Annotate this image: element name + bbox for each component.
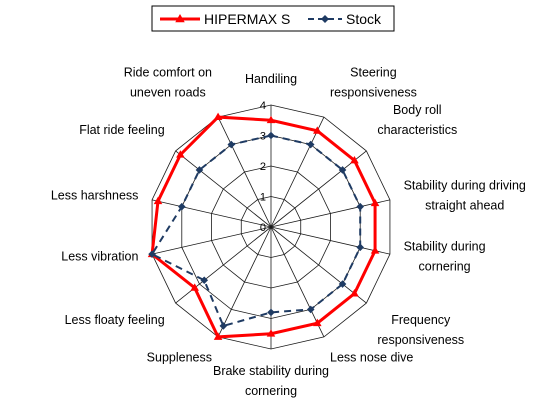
- data-point: [306, 305, 315, 314]
- radial-tick-labels: 0 1 2 3 4: [260, 100, 266, 234]
- grid-spoke: [270, 226, 367, 304]
- data-point: [148, 250, 156, 258]
- tick-label: 2: [260, 161, 266, 173]
- data-point: [195, 166, 204, 174]
- legend-marker-1: [175, 14, 185, 23]
- data-point: [338, 166, 347, 174]
- category-label: cornering: [245, 384, 297, 398]
- series-1: [147, 112, 380, 340]
- legend-label-1: HIPERMAX S: [204, 11, 290, 27]
- tick-label: 0: [260, 222, 266, 234]
- tick-label: 1: [260, 192, 266, 204]
- data-point: [176, 150, 185, 158]
- data-point: [338, 280, 347, 288]
- data-point: [356, 202, 365, 211]
- radar-grid: [151, 104, 391, 350]
- category-label: Less nose dive: [330, 351, 413, 365]
- grid-spoke: [151, 226, 272, 255]
- data-point: [153, 196, 163, 205]
- data-point: [350, 289, 359, 297]
- tick-label: 4: [260, 100, 266, 112]
- grid-spoke: [270, 226, 391, 255]
- data-point: [213, 332, 223, 340]
- data-point: [219, 322, 228, 330]
- legend-entry-1: HIPERMAX S: [160, 11, 290, 27]
- category-label: straight ahead: [425, 199, 504, 213]
- data-point: [267, 131, 275, 140]
- category-label: Handiling: [245, 72, 297, 86]
- category-label: Less harshness: [51, 189, 139, 203]
- data-point: [266, 329, 276, 337]
- data-point: [313, 126, 322, 134]
- category-label: Less floaty feeling: [65, 313, 165, 327]
- grid-spoke: [151, 199, 272, 228]
- category-label: Stability during: [404, 239, 486, 253]
- data-point: [213, 112, 223, 121]
- category-label: Brake stability during: [213, 364, 329, 378]
- series-2: [148, 131, 365, 330]
- grid-spoke: [175, 150, 272, 228]
- category-label: Stability during driving: [404, 179, 526, 193]
- category-label: responsiveness: [377, 333, 464, 347]
- category-label: Steering: [350, 65, 397, 79]
- grid-spoke: [270, 226, 325, 338]
- data-point: [350, 155, 359, 164]
- data-point: [370, 246, 380, 254]
- legend-marker-2: [321, 15, 329, 23]
- data-point: [266, 115, 276, 124]
- data-point: [313, 318, 322, 327]
- category-label: uneven roads: [130, 85, 206, 99]
- category-label: Frequency: [391, 313, 451, 327]
- grid-spoke: [217, 226, 272, 338]
- data-point: [227, 140, 236, 149]
- grid-spoke: [270, 150, 367, 228]
- grid-spoke: [270, 116, 325, 228]
- grid-spoke: [270, 199, 391, 228]
- data-point: [200, 276, 209, 285]
- category-label: Suppleness: [147, 351, 212, 365]
- category-label: Ride comfort on: [124, 65, 212, 79]
- data-point: [190, 283, 199, 291]
- legend: HIPERMAX S Stock: [151, 5, 395, 32]
- data-point: [370, 198, 380, 207]
- category-label: Body roll: [393, 103, 442, 117]
- category-label: Flat ride feeling: [79, 123, 165, 137]
- data-point: [356, 243, 365, 252]
- category-label: responsiveness: [330, 85, 417, 99]
- data-point: [267, 308, 275, 317]
- data-point: [177, 202, 186, 211]
- data-point: [306, 140, 315, 149]
- legend-label-2: Stock: [346, 11, 382, 27]
- category-label: cornering: [419, 259, 471, 273]
- legend-entry-2: Stock: [308, 11, 382, 27]
- grid-spoke: [217, 116, 272, 228]
- series-layer: [147, 112, 380, 340]
- tick-label: 3: [260, 131, 266, 143]
- category-label: characteristics: [377, 123, 457, 137]
- category-label: Less vibration: [61, 249, 138, 263]
